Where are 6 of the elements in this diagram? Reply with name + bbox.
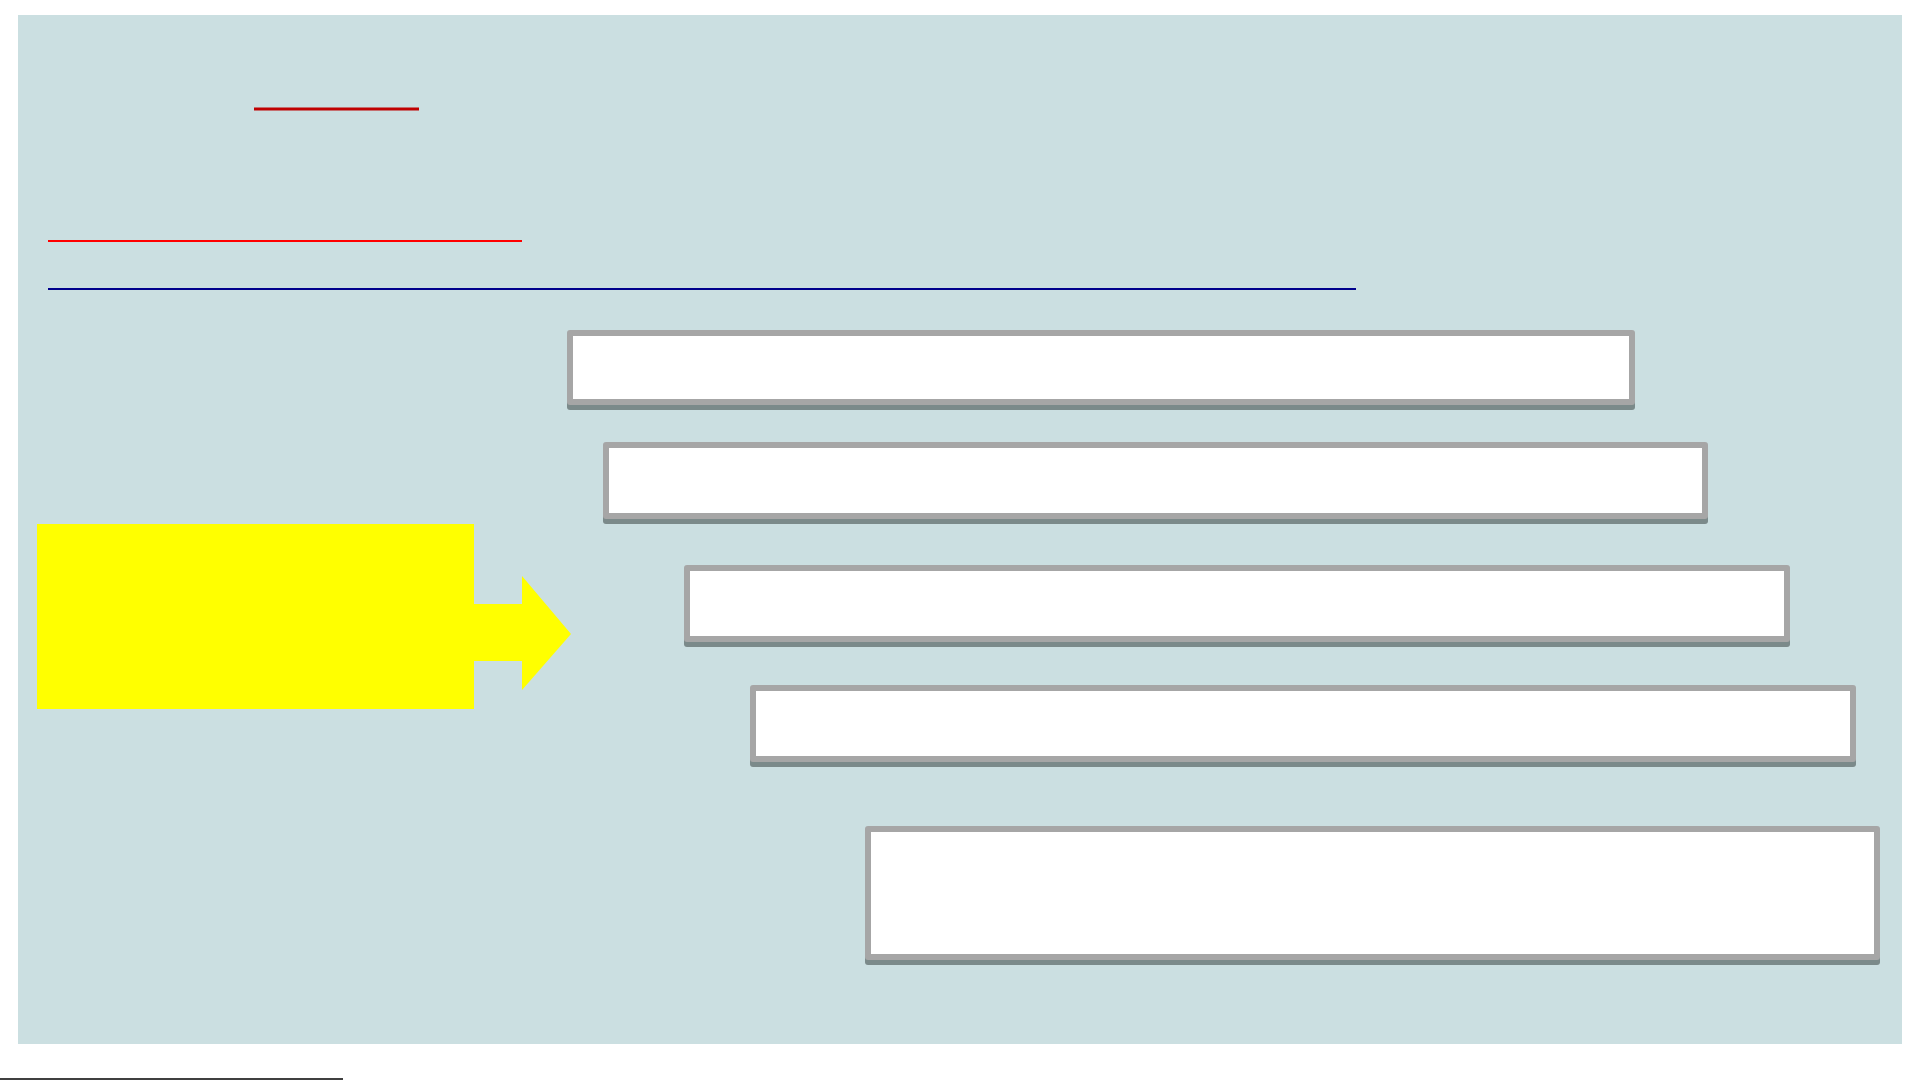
arrow-callout [37,524,571,709]
empty-box [684,565,1790,647]
empty-box [750,685,1856,767]
empty-box [567,330,1635,410]
empty-box [603,442,1708,524]
empty-box [865,826,1880,965]
